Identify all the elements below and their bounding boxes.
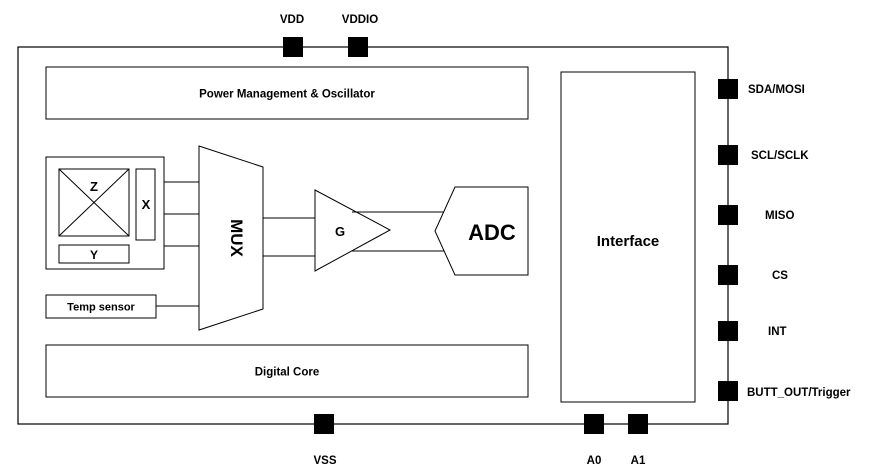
digital-core-label: Digital Core (255, 367, 320, 379)
pin-int-label: INT (768, 326, 787, 338)
sensor-block (45, 156, 165, 270)
power-management-block (45, 66, 529, 120)
pin-cs (718, 265, 738, 285)
pin-vddio (348, 37, 368, 57)
pin-miso-label: MISO (765, 210, 794, 222)
mux-gain-connections (263, 217, 315, 257)
pin-a0-label: A0 (587, 455, 602, 467)
pin-a1 (628, 414, 648, 434)
axis-x-box (135, 168, 156, 241)
mux-label: MUX (227, 219, 246, 257)
pin-butt-out (718, 381, 738, 401)
pin-scl-sclk-label: SCL/SCLK (751, 150, 809, 162)
sensor-mux-connections (156, 181, 199, 307)
pin-scl-sclk (718, 145, 738, 165)
pin-miso (718, 205, 738, 225)
adc-label: ADC (468, 220, 516, 245)
pin-sda-mosi-label: SDA/MOSI (748, 84, 805, 96)
pin-vss-label: VSS (313, 455, 336, 467)
axis-y-box (58, 244, 130, 264)
gain-label: G (335, 224, 345, 239)
pin-vss (314, 414, 334, 434)
pin-sda-mosi (718, 79, 738, 99)
axis-z-label: Z (90, 179, 98, 194)
pin-a0 (584, 414, 604, 434)
pin-int (718, 321, 738, 341)
digital-core-block (45, 344, 529, 398)
pin-vddio-label: VDDIO (342, 14, 378, 26)
pin-a1-label: A1 (631, 455, 646, 467)
adc-block (434, 186, 529, 276)
pin-vdd (283, 37, 303, 57)
axis-x-label: X (142, 197, 151, 212)
axis-y-label: Y (90, 248, 98, 262)
gain-adc-connections (352, 211, 445, 252)
mux-block (198, 145, 264, 331)
interface-block (560, 71, 696, 403)
power-management-label: Power Management & Oscillator (199, 89, 375, 101)
pin-cs-label: CS (772, 270, 788, 282)
pin-vdd-label: VDD (280, 14, 304, 26)
interface-label: Interface (597, 233, 660, 250)
pin-butt-out-label: BUTT_OUT/Trigger (747, 387, 851, 399)
temp-sensor-label: Temp sensor (67, 302, 135, 314)
